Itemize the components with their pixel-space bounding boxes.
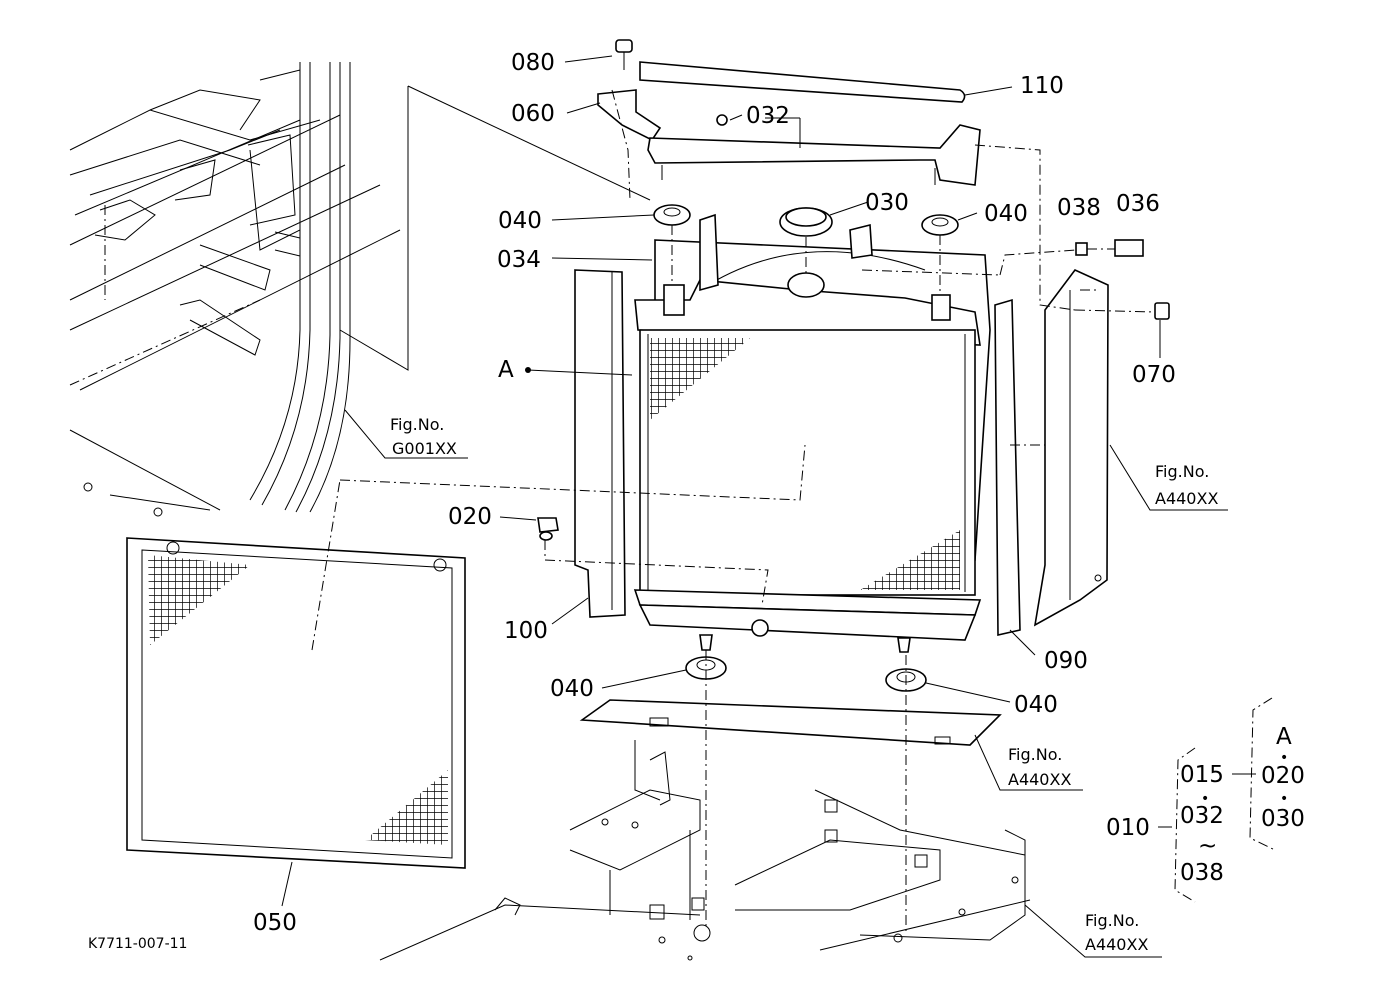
legend-head-A[interactable]: A: [1276, 724, 1292, 750]
leader-lines: [281, 55, 1161, 907]
grommet-upper-left: [653, 204, 691, 226]
radiator: [633, 213, 991, 653]
callout-050[interactable]: 050: [253, 910, 297, 936]
callout-080[interactable]: 080: [511, 50, 555, 76]
side-baffle-right: [994, 298, 1021, 637]
drain-cock: [537, 517, 559, 541]
radiator-core-mesh-bottom: [860, 530, 960, 590]
legend-assembly-number[interactable]: 010: [1106, 815, 1150, 841]
callout-100[interactable]: 100: [504, 618, 548, 644]
callout-110[interactable]: 110: [1020, 73, 1064, 99]
callout-034[interactable]: 034: [497, 247, 541, 273]
figref-code: A440XX: [1085, 935, 1148, 954]
figref-a440-right[interactable]: Fig.No. A440XX: [1109, 444, 1228, 511]
legend-separator-tilde: ~: [1198, 833, 1217, 859]
figref-title: Fig.No.: [390, 415, 444, 434]
legend-separator-dot-2: •: [1280, 750, 1288, 766]
figref-a440-bottom[interactable]: Fig.No. A440XX: [1024, 904, 1162, 958]
figref-title: Fig.No.: [1085, 911, 1139, 930]
top-bracket-assembly: [597, 39, 981, 201]
legend-separator-dot: •: [1201, 791, 1209, 807]
figref-title: Fig.No.: [1008, 745, 1062, 764]
side-baffle-left: [574, 269, 626, 618]
figref-code: A440XX: [1008, 770, 1071, 789]
lower-mount-plate: [579, 699, 1002, 746]
grommet-upper-right: [921, 214, 959, 236]
front-grille: [126, 537, 466, 869]
assembly-legend: 010 015 • 032 ~ 038 A • 020 • 030: [1106, 697, 1305, 903]
callout-036[interactable]: 036: [1116, 191, 1160, 217]
figref-code: A440XX: [1155, 489, 1218, 508]
side-bracket: [1033, 269, 1109, 627]
figref-a440-middle[interactable]: Fig.No. A440XX: [974, 734, 1083, 791]
callout-030[interactable]: 030: [865, 190, 909, 216]
legend-item-015[interactable]: 015: [1180, 762, 1224, 788]
callout-032[interactable]: 032: [746, 103, 790, 129]
part-callouts: 080 060 032 110 040 030 040 038 036 034 …: [253, 50, 1176, 936]
lower-frame: [379, 740, 1031, 961]
callout-090[interactable]: 090: [1044, 648, 1088, 674]
figref-title: Fig.No.: [1155, 462, 1209, 481]
drawing-code: K7711-007-11: [88, 936, 187, 952]
legend-item-020[interactable]: 020: [1261, 763, 1305, 789]
legend-item-032[interactable]: 032: [1180, 803, 1224, 829]
callout-038[interactable]: 038: [1057, 195, 1101, 221]
callout-040-lower-right[interactable]: 040: [1014, 692, 1058, 718]
callout-040-upper-right[interactable]: 040: [984, 201, 1028, 227]
radiator-cap: [779, 207, 833, 237]
frame-structure: [69, 62, 651, 517]
legend-item-038[interactable]: 038: [1180, 860, 1224, 886]
callout-060[interactable]: 060: [511, 101, 555, 127]
clip-036: [1114, 239, 1144, 257]
callout-020[interactable]: 020: [448, 504, 492, 530]
radiator-core-mesh-top: [650, 338, 750, 420]
figref-g001[interactable]: Fig.No. G001XX: [344, 409, 468, 459]
bolt-070: [1154, 302, 1170, 320]
callout-040-lower-left[interactable]: 040: [550, 676, 594, 702]
callout-040-upper-left[interactable]: 040: [498, 208, 542, 234]
legend-separator-dot-3: •: [1280, 791, 1288, 807]
callout-A[interactable]: A: [498, 357, 514, 383]
clip-038: [1075, 242, 1088, 256]
figref-code: G001XX: [392, 439, 457, 458]
assembly-guides: [311, 144, 1156, 935]
callout-070[interactable]: 070: [1132, 362, 1176, 388]
legend-item-030[interactable]: 030: [1261, 806, 1305, 832]
